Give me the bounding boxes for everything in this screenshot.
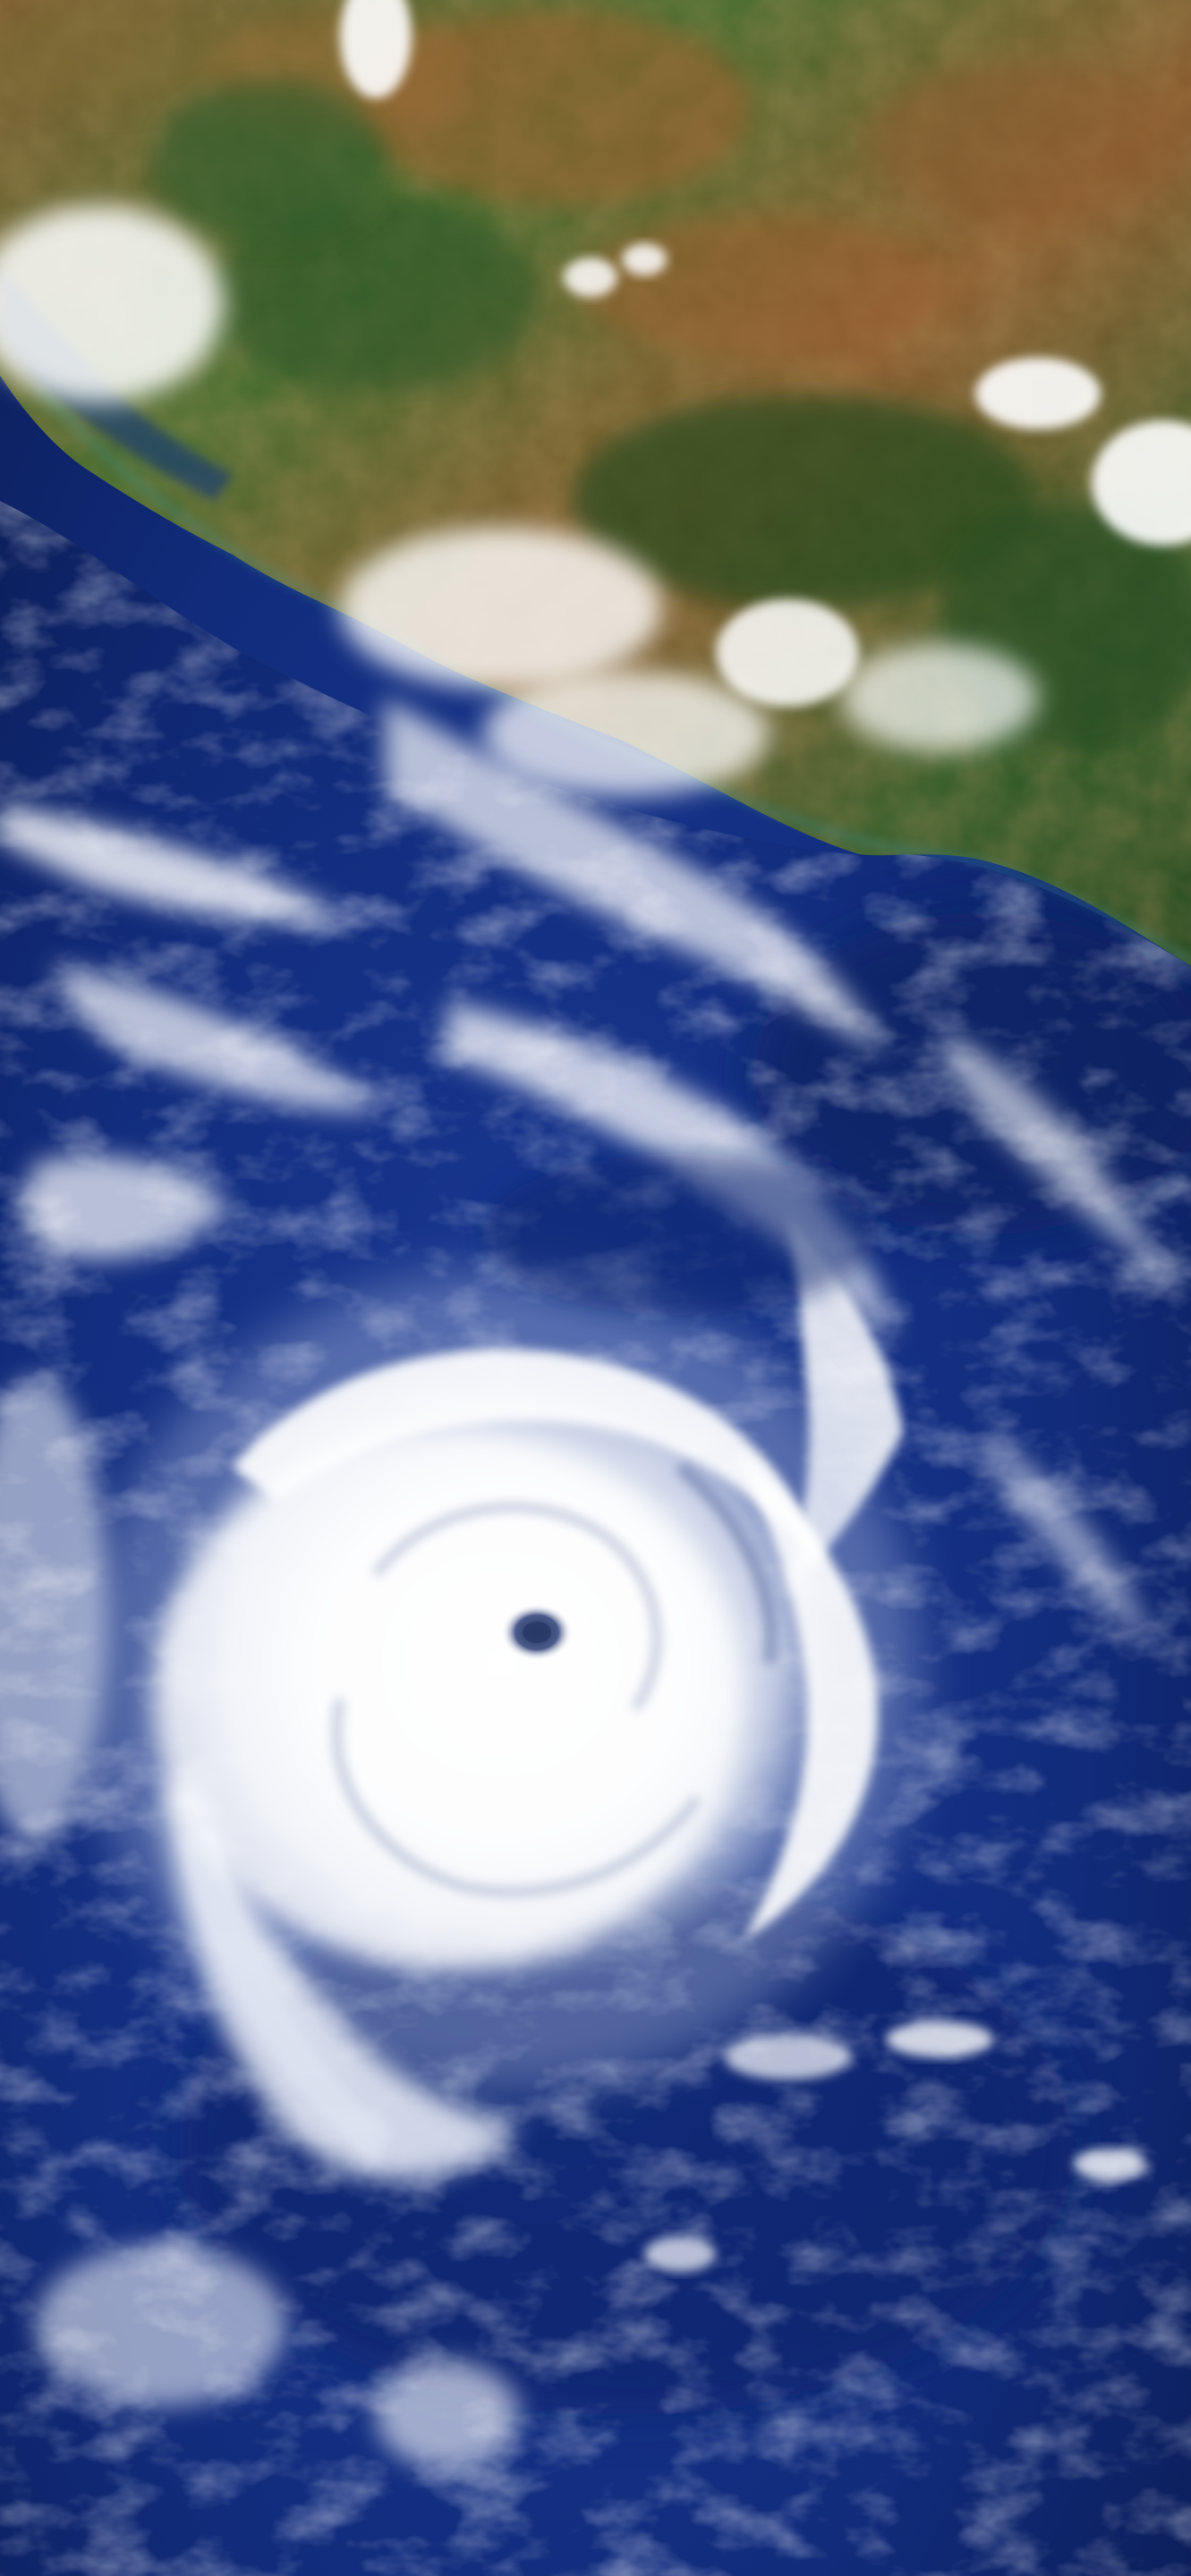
hurricane <box>81 1270 922 2180</box>
ocean-gap <box>483 1154 877 1315</box>
land-clouds <box>0 0 1191 796</box>
